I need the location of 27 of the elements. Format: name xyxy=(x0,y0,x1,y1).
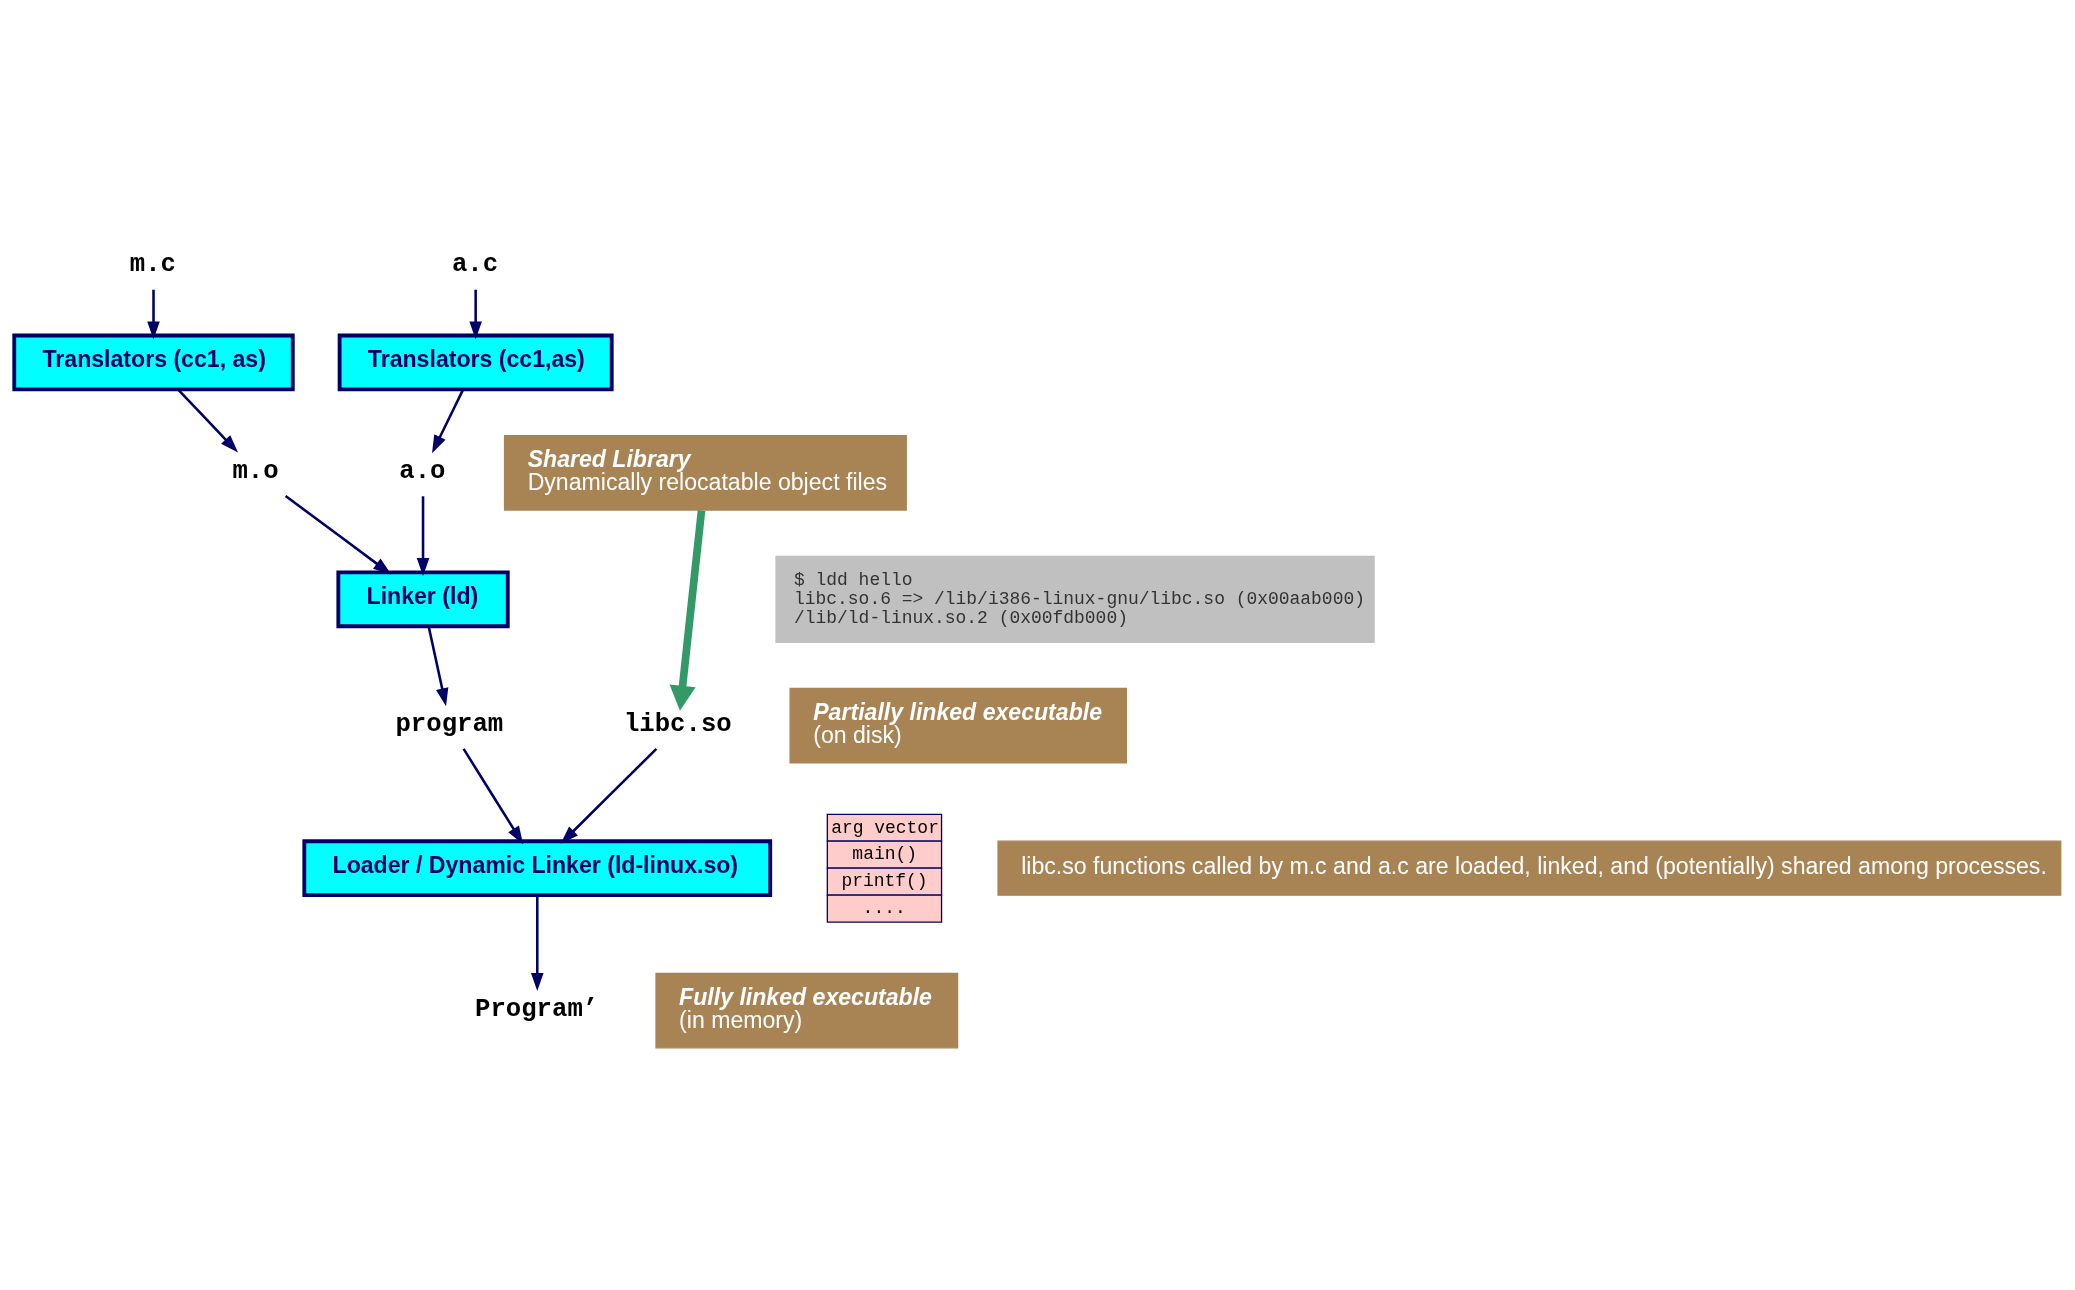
arrow xyxy=(462,747,524,844)
node-text: m.o xyxy=(232,456,279,486)
node-text: program xyxy=(395,709,504,739)
arrow xyxy=(416,495,430,576)
node-text: m.c xyxy=(129,249,176,279)
arrow xyxy=(284,494,392,574)
node-box: Translators (cc1,as) xyxy=(337,333,614,391)
node-box: Translators (cc1, as) xyxy=(12,333,295,391)
node-box: libc.so functions called by m.c and a.c are loaded, linked, and (potentially) shared among processes. xyxy=(997,840,2062,896)
arrow xyxy=(669,509,706,711)
arrow xyxy=(147,289,160,339)
node-text: a.c xyxy=(451,249,499,279)
node-box: Fully linked executable (in memory) xyxy=(655,972,959,1048)
node-box: Loader / Dynamic Linker (ld-linux.so) xyxy=(302,838,773,897)
node-box: Linker (ld) xyxy=(336,569,510,628)
node-box: $ ldd hello libc.so.6 => /lib/i386-linux-gnu/libc.so (0x00aab000) /lib/ld-linux.so.2 (0x00fdb000) xyxy=(775,555,1375,643)
node-text: libc.so xyxy=(623,709,732,739)
node-text: Program’ xyxy=(475,994,599,1024)
arrow xyxy=(530,894,544,991)
arrow xyxy=(177,388,239,453)
arrow xyxy=(560,747,658,844)
node-text: a.o xyxy=(399,456,446,486)
node-box: Partially linked executable (on disk) xyxy=(789,687,1128,764)
arrow xyxy=(469,289,482,339)
arrow xyxy=(427,626,449,706)
arrow xyxy=(432,388,465,453)
node-box: Shared Library Dynamically relocatable object files xyxy=(503,434,907,511)
